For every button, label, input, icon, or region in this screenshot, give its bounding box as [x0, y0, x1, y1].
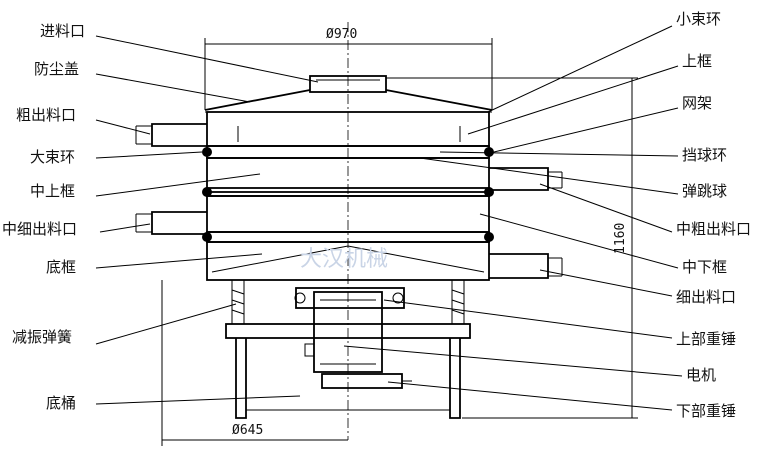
- label-small-clamp-ring: 小束环: [676, 10, 721, 28]
- label-base-barrel: 底桶: [46, 394, 76, 412]
- bottom-frame: [206, 241, 490, 281]
- label-dust-cover: 防尘盖: [34, 60, 79, 78]
- label-feed-inlet: 进料口: [40, 22, 85, 40]
- label-screen-frame: 网架: [682, 94, 712, 112]
- clamp-ring-left: [202, 147, 212, 157]
- middle-fine-outlet: [151, 211, 207, 235]
- label-middle-coarse-outlet: 中粗出料口: [676, 220, 751, 238]
- label-large-clamp-ring: 大束环: [30, 148, 75, 166]
- label-fine-outlet: 细出料口: [676, 288, 736, 306]
- dimension-height: 1160: [613, 223, 628, 254]
- left-labels: 进料口 防尘盖 粗出料口 大束环 中上框 中细出料口 底框 减振弹簧 底桶: [2, 22, 319, 412]
- label-ball-retaining-ring: 挡球环: [682, 146, 727, 164]
- label-middle-lower-frame: 中下框: [682, 258, 727, 276]
- label-bouncing-ball: 弹跳球: [682, 182, 727, 200]
- dust-cover: [204, 89, 493, 111]
- middle-coarse-outlet: [489, 167, 549, 191]
- fine-outlet: [489, 253, 549, 279]
- lower-weight: [321, 373, 403, 389]
- upper-weight: [295, 287, 405, 309]
- dimension-bottom-diameter: Ø645: [232, 423, 263, 438]
- right-labels: 小束环 上框 网架 挡球环 弹跳球 中粗出料口 中下框 细出料口 上部重锤 电机…: [343, 10, 751, 420]
- dimension-top-diameter: Ø970: [326, 27, 357, 42]
- label-damping-spring: 减振弹簧: [12, 328, 72, 346]
- label-upper-frame: 上框: [682, 52, 712, 70]
- watermark: 大汉机械: [300, 247, 388, 272]
- middle-upper-frame: [206, 157, 490, 193]
- clamp-ring-right: [484, 147, 494, 157]
- motor: [313, 291, 383, 373]
- label-motor: 电机: [686, 366, 716, 384]
- label-coarse-outlet: 粗出料口: [16, 106, 76, 124]
- label-lower-weight: 下部重锤: [676, 402, 736, 420]
- label-middle-fine-outlet: 中细出料口: [2, 220, 77, 238]
- label-upper-weight: 上部重锤: [676, 330, 736, 348]
- dimensions: Ø970 Ø645 1160: [161, 27, 638, 446]
- feed-inlet: [309, 75, 387, 93]
- machine-drawing: [135, 22, 563, 440]
- coarse-outlet: [151, 123, 207, 147]
- base-barrel-top: [225, 323, 471, 339]
- label-middle-upper-frame: 中上框: [30, 182, 75, 200]
- base-barrel-legs: [235, 338, 461, 419]
- label-bottom-frame: 底框: [46, 258, 76, 276]
